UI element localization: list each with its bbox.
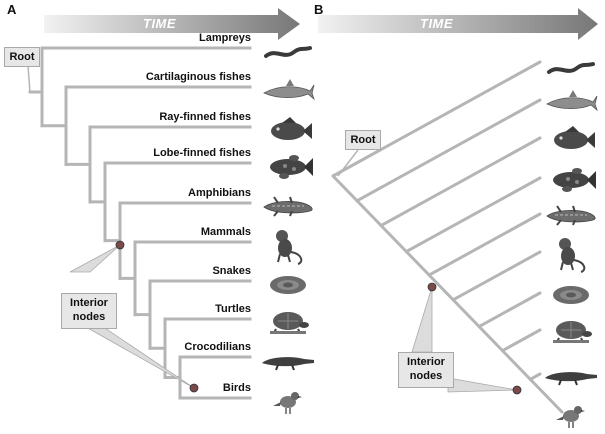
shark-icon-b — [546, 90, 598, 112]
root-callout-line-b — [337, 149, 359, 177]
taxon-label-mammals: Mammals — [200, 226, 251, 238]
branch-b-2 — [379, 136, 542, 228]
interior-callout-pointer-a1 — [69, 244, 121, 273]
lamprey-icon-b — [547, 62, 595, 74]
backbone-b — [331, 174, 564, 414]
taxon-label-cartilaginous-fishes: Cartilaginous fishes — [145, 71, 251, 83]
interior-nodes-callout-a-line1: Interior — [70, 297, 108, 309]
panel-a-letter: A — [7, 2, 17, 17]
bird-icon-b — [556, 406, 585, 428]
animal-icons-a — [262, 46, 315, 414]
root-callout-a: Root — [4, 47, 40, 67]
taxon-label-lobe-finned-fishes: Lobe-finned fishes — [153, 147, 251, 159]
taxon-label-amphibians: Amphibians — [188, 187, 251, 199]
shark-icon-a — [263, 79, 315, 101]
interior-node-a-upper — [115, 240, 125, 250]
time-label-a: TIME — [143, 16, 177, 31]
root-callout-a-text: Root — [9, 51, 35, 63]
interior-node-a-lower — [189, 383, 199, 393]
interior-nodes-callout-b-line2: nodes — [409, 370, 443, 382]
interior-nodes-callout-b-line1: Interior — [407, 356, 445, 368]
taxon-label-ray-finned-fishes: Ray-finned fishes — [159, 111, 251, 123]
branch-b-3 — [404, 176, 542, 254]
monkey-icon-a — [276, 230, 303, 265]
turtle-icon-a — [270, 312, 309, 334]
panel-b-letter: B — [314, 2, 324, 17]
taxon-label-birds: Birds — [222, 382, 251, 394]
bird-icon-a — [273, 392, 302, 414]
salamander-icon-a — [263, 196, 313, 217]
taxon-label-lampreys: Lampreys — [199, 32, 251, 44]
tree-b-branches — [331, 60, 564, 414]
branch-b-1 — [355, 98, 542, 203]
turtle-icon-b — [553, 321, 592, 343]
time-label-b: TIME — [420, 16, 454, 31]
crocodile-icon-a — [262, 357, 314, 371]
taxon-label-crocodilians: Crocodilians — [184, 341, 251, 353]
interior-nodes-callout-a-line2: nodes — [72, 311, 106, 323]
tree-a-branches — [28, 46, 252, 400]
branch-b-6 — [477, 291, 542, 329]
salamander-icon-b — [546, 205, 596, 226]
ray-finned-fish-icon-b — [554, 126, 595, 149]
root-callout-b: Root — [345, 130, 381, 150]
interior-nodes-callout-a: Interior nodes — [61, 293, 117, 329]
snake-icon-a — [270, 276, 306, 294]
interior-nodes-callout-b: Interior nodes — [398, 352, 454, 388]
interior-node-b-upper — [427, 282, 437, 292]
animal-icons-b — [545, 62, 598, 428]
lamprey-icon-a — [264, 46, 312, 58]
branch-b-4 — [427, 212, 542, 277]
root-callout-line-a — [27, 65, 31, 93]
monkey-icon-b — [559, 238, 586, 273]
crocodile-icon-b — [545, 372, 597, 386]
time-arrow-a — [44, 8, 300, 40]
branch-b-8 — [528, 372, 542, 381]
branch-b-7 — [500, 328, 542, 353]
lobe-finned-fish-icon-a — [270, 155, 313, 179]
lobe-finned-fish-icon-b — [553, 168, 596, 192]
root-callout-b-text: Root — [350, 134, 376, 146]
branch-b-5 — [451, 250, 542, 302]
interior-callout-pointer-b2 — [447, 377, 518, 393]
ray-finned-fish-icon-a — [271, 117, 312, 140]
branch-b-0 — [331, 60, 542, 178]
interior-callout-pointer-b1 — [411, 286, 433, 353]
taxon-label-turtles: Turtles — [215, 303, 251, 315]
taxon-label-snakes: Snakes — [212, 265, 251, 277]
time-arrow-b — [318, 8, 598, 40]
interior-node-b-lower — [512, 385, 522, 395]
snake-icon-b — [553, 286, 589, 304]
